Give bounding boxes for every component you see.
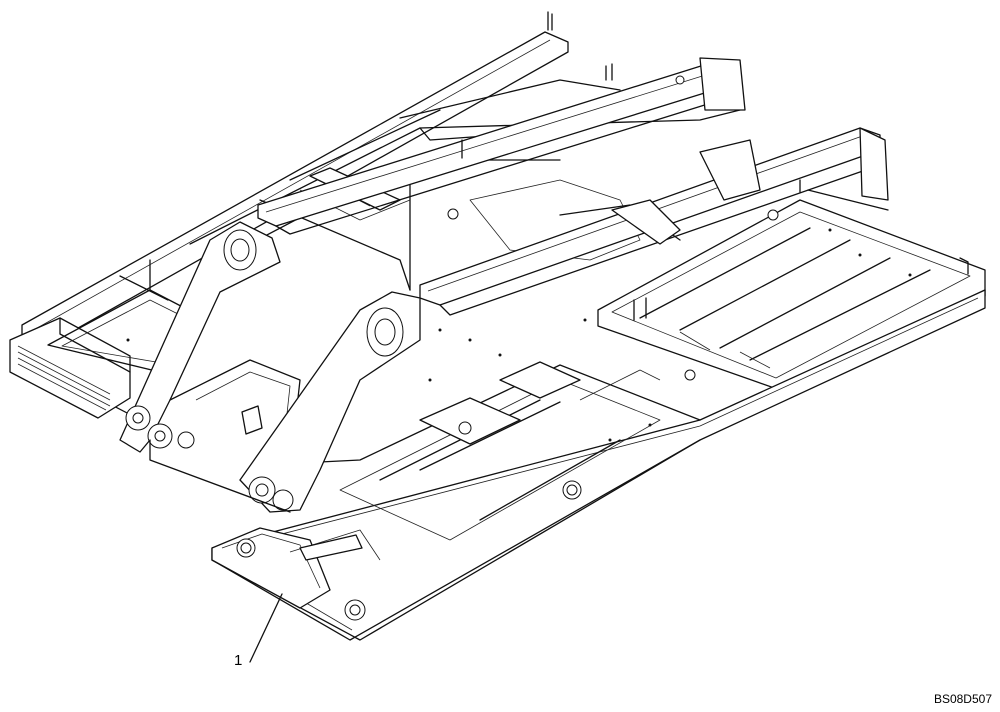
upper-cross-beam bbox=[257, 57, 746, 235]
front-box bbox=[319, 361, 701, 541]
boom-brackets bbox=[119, 221, 421, 513]
right-frame bbox=[597, 199, 986, 391]
callout-label-1: 1 bbox=[234, 652, 243, 669]
front-left-box bbox=[211, 480, 582, 621]
detail-tabs bbox=[428, 11, 801, 442]
reference-code: BS08D507 bbox=[933, 692, 992, 706]
left-end-box bbox=[9, 317, 131, 419]
callout-1-leader bbox=[249, 593, 283, 663]
